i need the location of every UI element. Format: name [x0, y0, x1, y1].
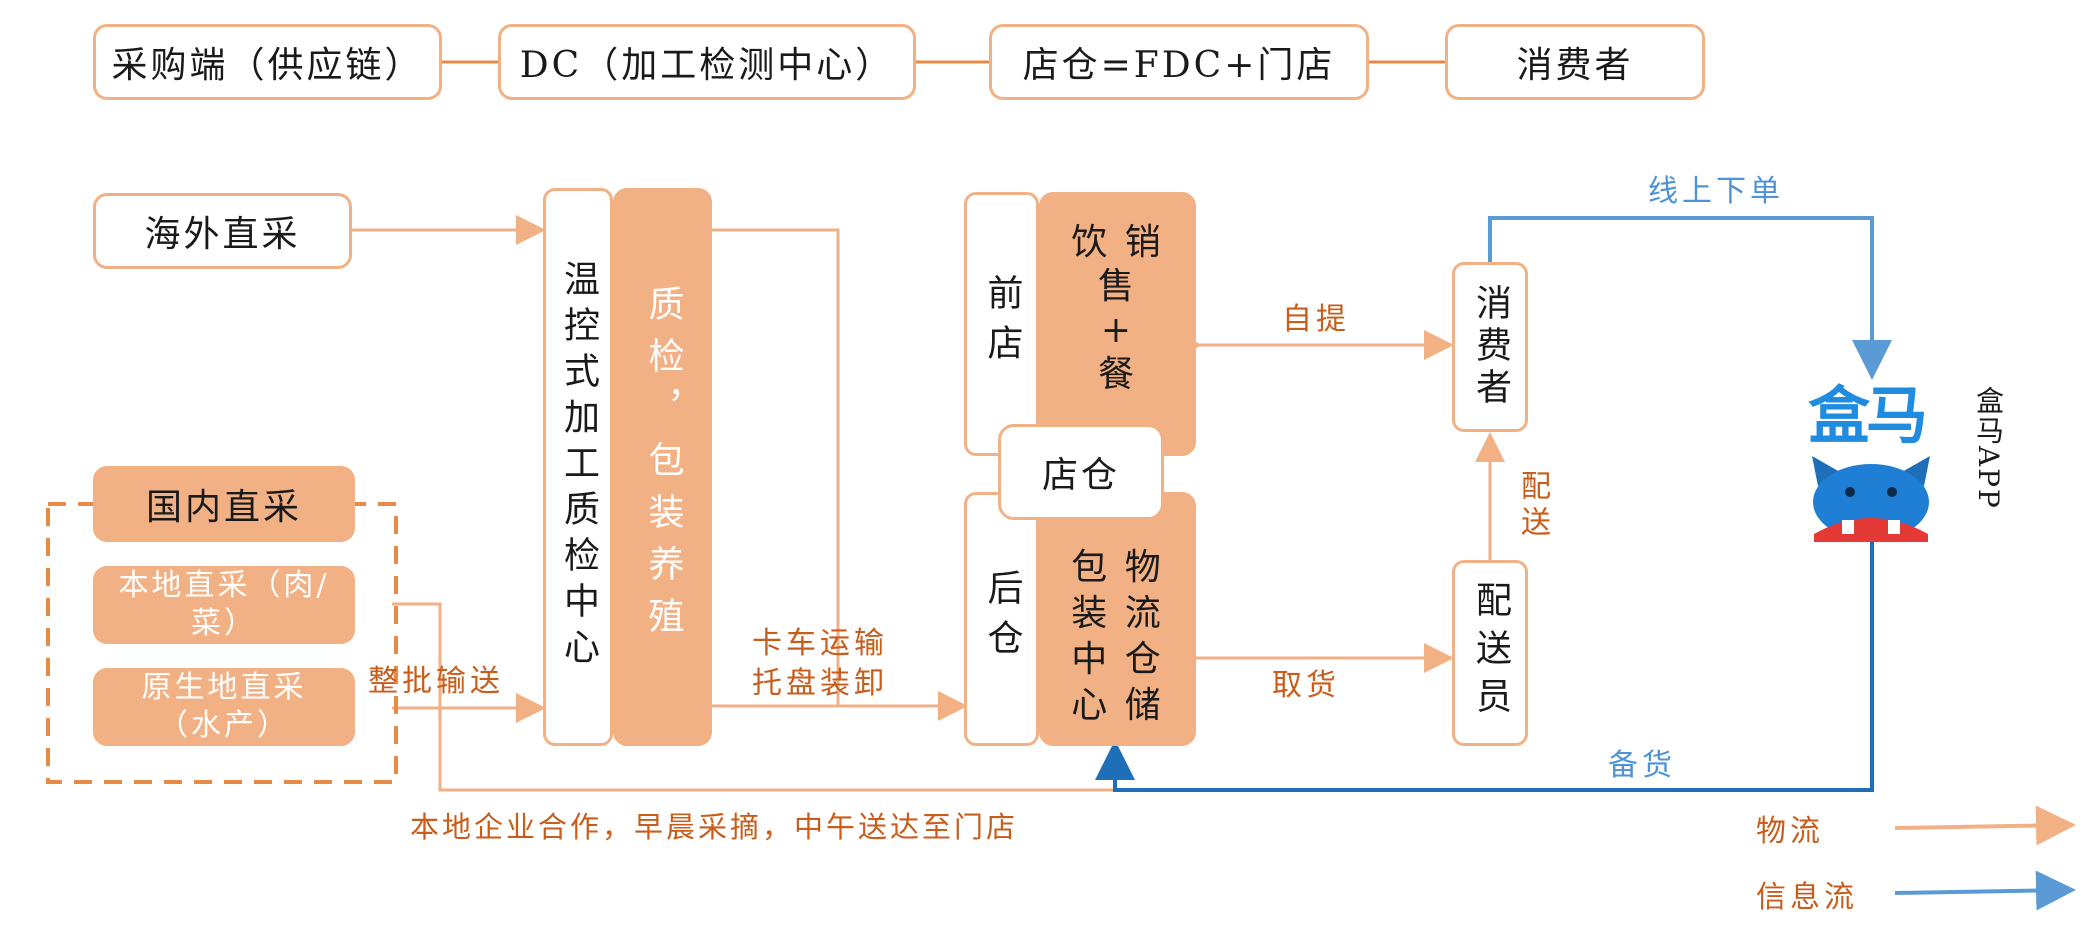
- store-front-fill: 饮 销 售 + 餐: [1039, 192, 1196, 456]
- line-dc-top: [712, 228, 840, 706]
- back-warehouse: 后仓: [964, 492, 1039, 746]
- header-consumer: 消费者: [1445, 24, 1705, 100]
- arrow-stocking: [1095, 540, 1874, 792]
- header-dc: DC（加工检测中心）: [498, 24, 916, 100]
- arrow-online-order: [1488, 216, 1892, 380]
- legend-info-label: 信息流: [1756, 880, 1858, 915]
- source-origin: 原生地直采（水产）: [93, 668, 355, 746]
- line-local-to-store: [392, 602, 1115, 792]
- dc-left-column: 温控式加工质检中心: [543, 188, 613, 746]
- back-warehouse-text: 后仓: [981, 569, 1023, 669]
- legend-info-line: [1894, 870, 2076, 911]
- back-warehouse-fill: 包 物 装 流 中 仓 心 储: [1039, 492, 1196, 746]
- header-procurement: 采购端（供应链）: [93, 24, 442, 100]
- end-courier-text: 配送员: [1470, 581, 1511, 725]
- store-warehouse: 店仓: [998, 424, 1164, 520]
- hippo-mascot-icon: [1812, 456, 1930, 542]
- store-front: 前店: [964, 192, 1039, 456]
- source-local: 本地直采（肉/菜）: [93, 566, 355, 644]
- label-pallet: 托盘装卸: [752, 666, 888, 701]
- header-store-warehouse: 店仓=FDC+门店: [989, 24, 1369, 100]
- label-self-pickup: 自提: [1282, 302, 1350, 337]
- label-bulk-transport: 整批输送: [368, 664, 504, 699]
- label-online-order: 线上下单: [1648, 174, 1784, 209]
- label-stocking: 备货: [1608, 748, 1676, 783]
- source-overseas: 海外直采: [93, 193, 352, 269]
- label-deliver: 配送: [1515, 470, 1550, 542]
- store-front-text: 前店: [981, 274, 1023, 374]
- hema-app-label: 盒马APP: [1972, 386, 2005, 510]
- hema-logo-text: 盒马: [1808, 379, 1928, 452]
- legend-logistics-line: [1894, 805, 2076, 846]
- end-courier: 配送员: [1452, 560, 1528, 746]
- label-pickup: 取货: [1272, 668, 1340, 703]
- legend-logistics-label: 物流: [1756, 814, 1824, 849]
- dc-right-column: 质检，包装养殖: [613, 188, 712, 746]
- label-truck: 卡车运输: [752, 626, 888, 661]
- dc-right-text: 质检，包装养殖: [642, 285, 684, 649]
- source-domestic: 国内直采: [93, 466, 355, 542]
- dc-left-text: 温控式加工质检中心: [558, 260, 599, 674]
- label-local-note: 本地企业合作，早晨采摘，中午送达至门店: [410, 810, 1019, 844]
- end-consumer-text: 消费者: [1470, 284, 1511, 410]
- end-consumer: 消费者: [1452, 262, 1528, 432]
- domestic-region: [46, 502, 398, 784]
